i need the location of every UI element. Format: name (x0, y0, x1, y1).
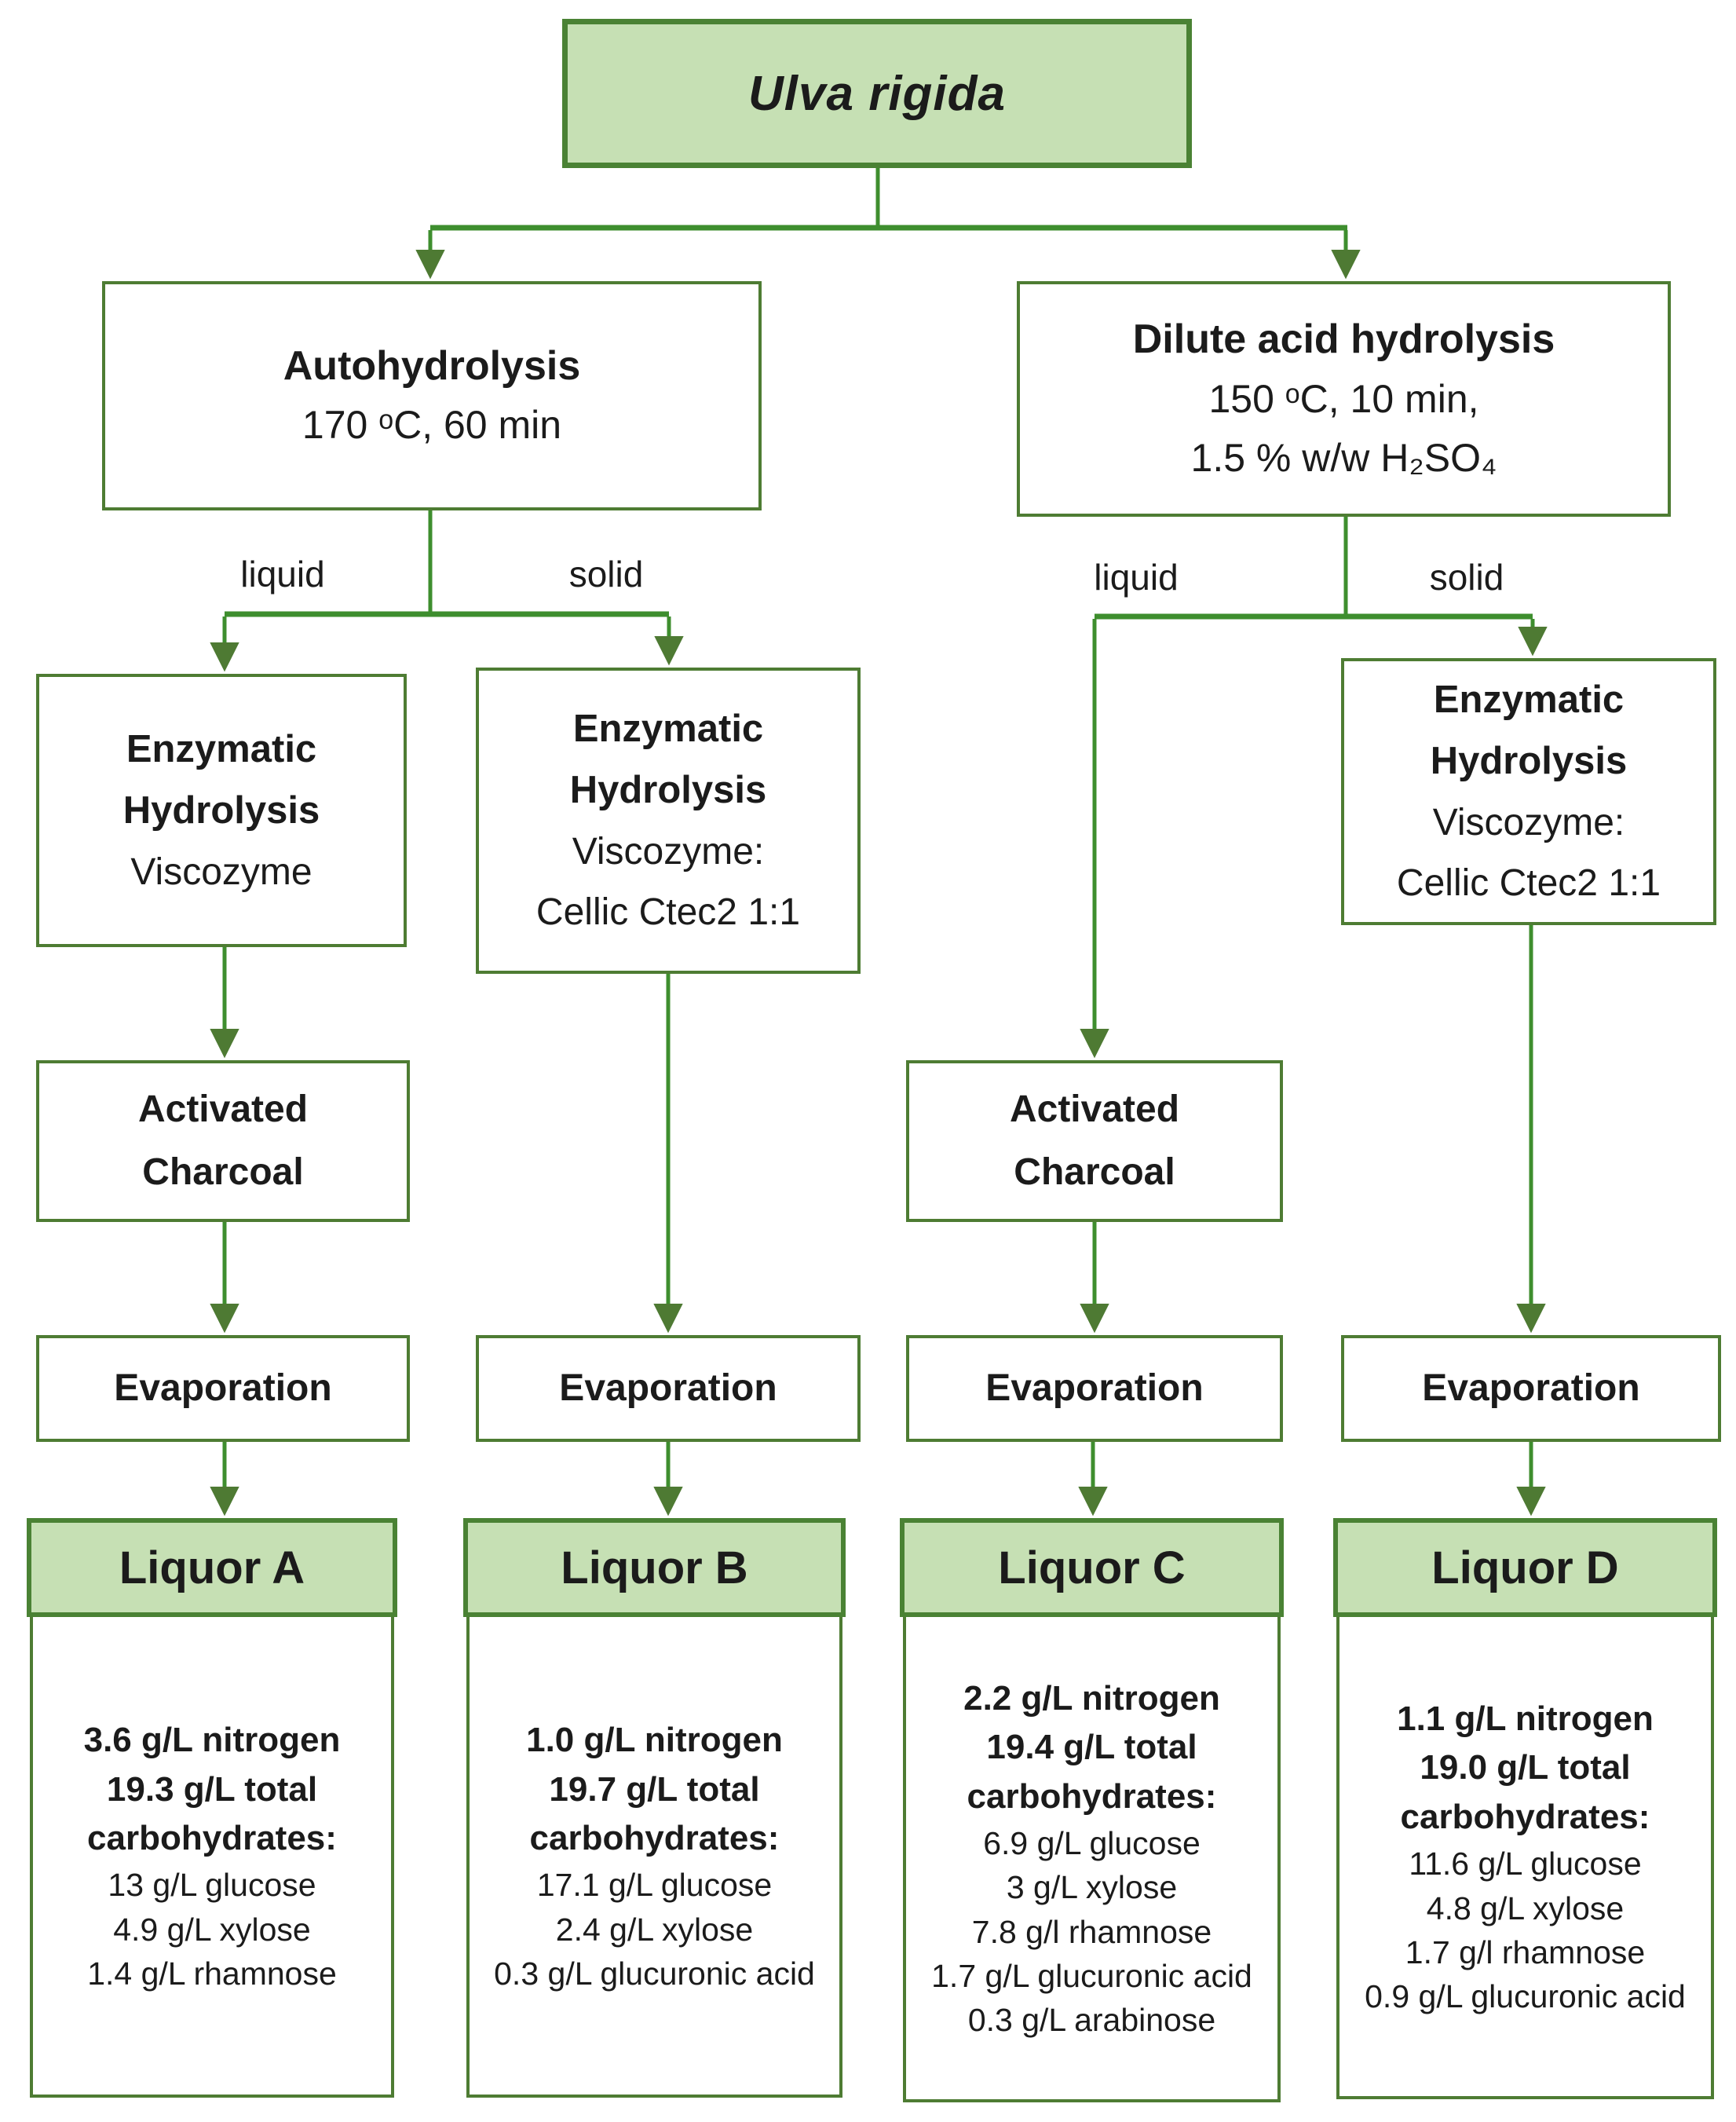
root-node-ulva-rigida: Ulva rigida (562, 19, 1192, 168)
liquor-d-name: Liquor D (1431, 1542, 1619, 1593)
autohydrolysis-conditions: 170 ᵒC, 60 min (302, 403, 562, 448)
liquor-b-name: Liquor B (561, 1542, 748, 1593)
evaporation-c-title: Evaporation (985, 1367, 1204, 1410)
liquor-a-name: Liquor A (119, 1542, 305, 1593)
evaporation-b-title: Evaporation (559, 1367, 777, 1410)
evaporation-b-box: Evaporation (476, 1335, 861, 1442)
root-node-label: Ulva rigida (748, 66, 1006, 121)
liquor-a-header: Liquor A (27, 1518, 397, 1617)
liquor-b-header: Liquor B (463, 1518, 846, 1617)
dilute-acid-conditions: 150 ᵒC, 10 min,1.5 % w/w H₂SO₄ (1190, 376, 1497, 480)
evaporation-a-title: Evaporation (114, 1367, 332, 1410)
left-solid-label: solid (568, 554, 644, 595)
liquor-c-name: Liquor C (998, 1542, 1186, 1593)
evaporation-d-box: Evaporation (1341, 1335, 1721, 1442)
autohydrolysis-box: Autohydrolysis 170 ᵒC, 60 min (102, 281, 762, 510)
evaporation-a-box: Evaporation (36, 1335, 410, 1442)
right-liquid-label: liquid (1094, 557, 1179, 598)
autohydrolysis-title: Autohydrolysis (283, 342, 581, 389)
enzymatic-b-sub: Viscozyme:Cellic Ctec2 1:1 (535, 830, 801, 934)
enzymatic-d-sub: Viscozyme:Cellic Ctec2 1:1 (1396, 801, 1661, 905)
enzymatic-a-sub: Viscozyme (130, 851, 312, 893)
evaporation-d-title: Evaporation (1422, 1367, 1640, 1410)
dilute-acid-title: Dilute acid hydrolysis (1132, 316, 1555, 363)
liquor-d-header: Liquor D (1333, 1518, 1717, 1617)
left-liquid-label: liquid (240, 554, 325, 595)
liquor-c-header: Liquor C (900, 1518, 1284, 1617)
dilute-acid-hydrolysis-box: Dilute acid hydrolysis 150 ᵒC, 10 min,1.… (1017, 281, 1671, 517)
evaporation-c-box: Evaporation (906, 1335, 1283, 1442)
right-solid-label: solid (1429, 557, 1504, 598)
